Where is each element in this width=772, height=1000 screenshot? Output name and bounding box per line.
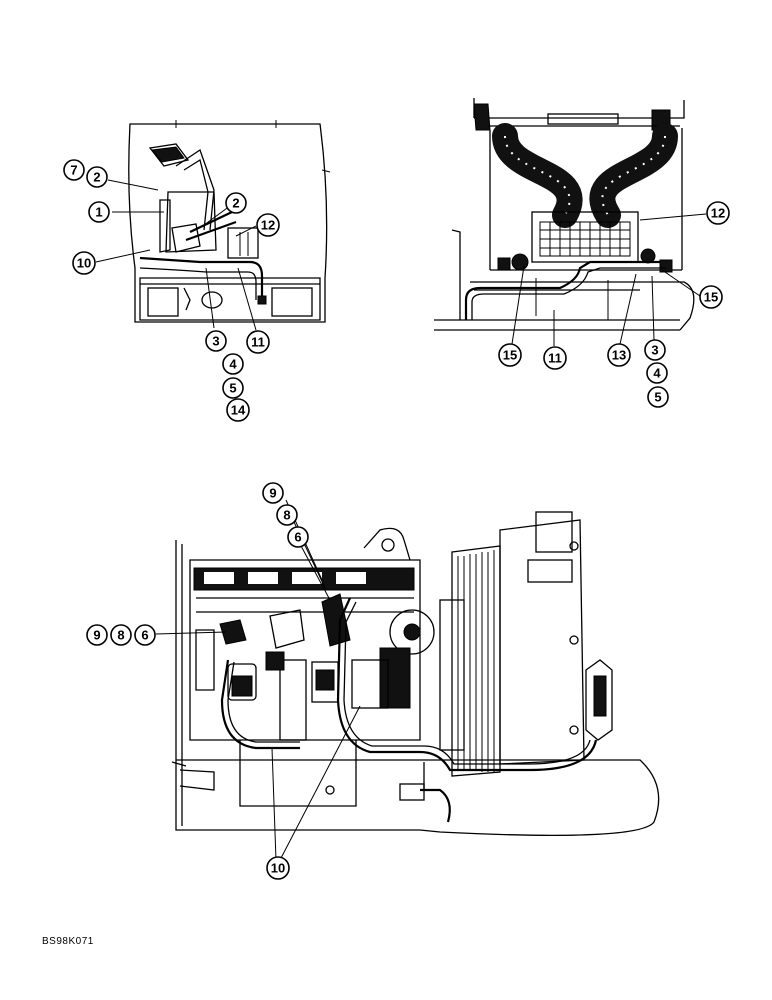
callout-15: 15 xyxy=(498,343,522,367)
callout-1: 1 xyxy=(88,201,110,223)
callout-7: 7 xyxy=(63,159,85,181)
callout-8: 8 xyxy=(110,624,132,646)
callout-4: 4 xyxy=(222,353,244,375)
svg-text:5: 5 xyxy=(654,390,661,405)
svg-text:1: 1 xyxy=(95,205,102,220)
svg-text:4: 4 xyxy=(229,357,237,372)
callout-3: 3 xyxy=(205,330,227,352)
callout-11: 11 xyxy=(543,346,567,370)
svg-text:2: 2 xyxy=(232,196,239,211)
svg-text:3: 3 xyxy=(212,334,219,349)
svg-text:2: 2 xyxy=(93,170,100,185)
upper-right-view xyxy=(434,98,707,346)
callout-5: 5 xyxy=(222,377,244,399)
svg-text:6: 6 xyxy=(141,628,148,643)
callout-10: 10 xyxy=(266,856,290,880)
callout-10: 10 xyxy=(72,251,96,275)
callout-6: 6 xyxy=(134,624,156,646)
callout-4: 4 xyxy=(646,362,668,384)
callout-9: 9 xyxy=(262,482,284,504)
svg-text:9: 9 xyxy=(269,486,276,501)
callout-12: 12 xyxy=(256,213,280,237)
callout-8: 8 xyxy=(276,504,298,526)
svg-text:10: 10 xyxy=(77,256,91,271)
drawing-code: BS98K071 xyxy=(42,936,94,947)
callout-11: 11 xyxy=(246,330,270,354)
callout-13: 13 xyxy=(607,343,631,367)
svg-text:15: 15 xyxy=(503,348,517,363)
callout-9: 9 xyxy=(86,624,108,646)
callout-2: 2 xyxy=(225,192,247,214)
svg-text:11: 11 xyxy=(548,351,562,366)
svg-text:6: 6 xyxy=(294,530,301,545)
svg-text:7: 7 xyxy=(70,163,77,178)
svg-text:8: 8 xyxy=(117,628,124,643)
svg-text:8: 8 xyxy=(283,508,290,523)
upper-left-view xyxy=(95,120,331,331)
svg-text:14: 14 xyxy=(231,403,246,418)
svg-text:13: 13 xyxy=(612,348,626,363)
svg-text:12: 12 xyxy=(261,218,275,233)
radiator-fins xyxy=(457,550,495,772)
heater-core-grid xyxy=(539,221,631,257)
callout-12: 12 xyxy=(706,201,730,225)
callout-6: 6 xyxy=(287,526,309,548)
callout-3: 3 xyxy=(644,339,666,361)
svg-text:15: 15 xyxy=(704,290,718,305)
callout-5: 5 xyxy=(647,386,669,408)
callout-2: 2 xyxy=(86,166,108,188)
svg-text:5: 5 xyxy=(229,381,236,396)
svg-text:11: 11 xyxy=(251,335,265,350)
callout-15: 15 xyxy=(699,285,723,309)
svg-text:4: 4 xyxy=(653,366,661,381)
svg-text:10: 10 xyxy=(271,861,285,876)
svg-text:9: 9 xyxy=(93,628,100,643)
svg-text:3: 3 xyxy=(651,343,658,358)
svg-text:12: 12 xyxy=(711,206,725,221)
lower-engine-view xyxy=(155,499,660,861)
callout-14: 14 xyxy=(226,398,250,422)
